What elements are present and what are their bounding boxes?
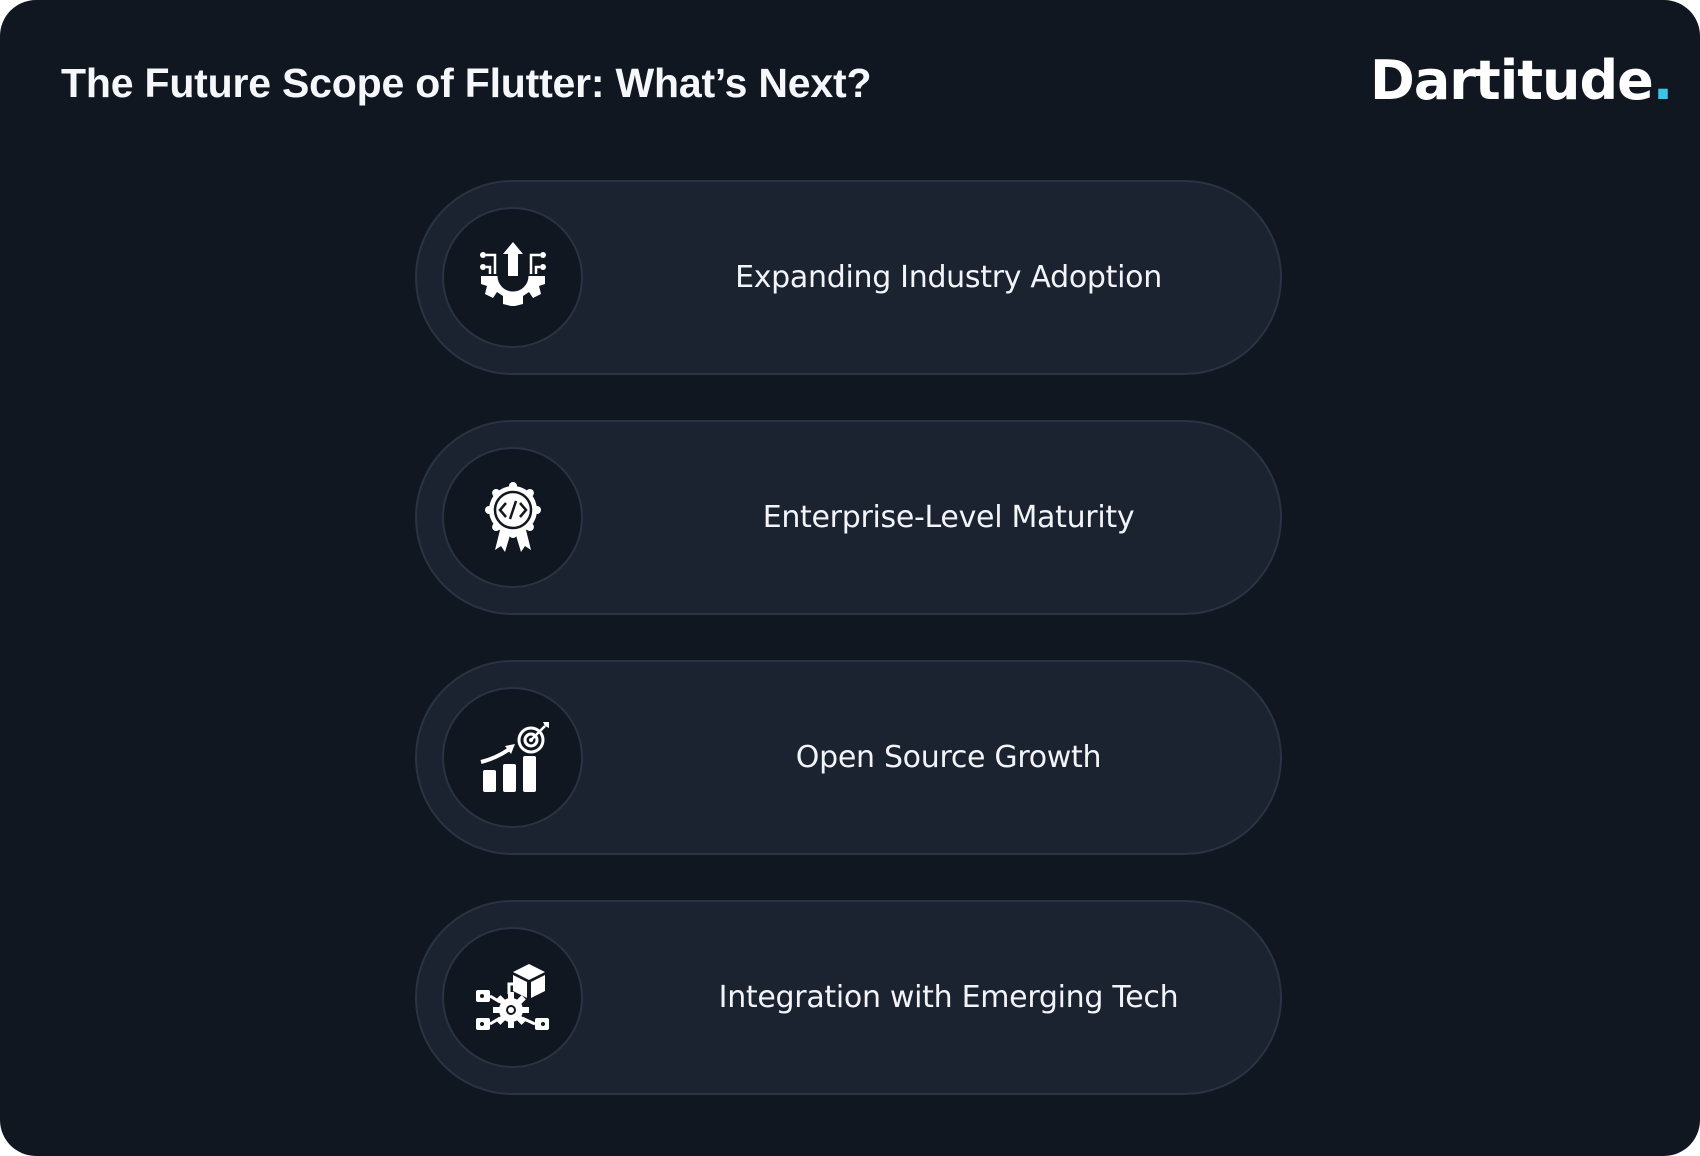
logo-text: Dartitude: [1370, 49, 1654, 112]
list-item-enterprise-level-maturity: Enterprise-Level Maturity: [415, 420, 1282, 615]
gear-arrow-up-icon: [479, 241, 546, 306]
item-label: Integration with Emerging Tech: [718, 980, 1179, 1015]
growth-chart-target-icon: [480, 721, 549, 792]
item-label: Expanding Industry Adoption: [735, 260, 1162, 295]
icon-circle: [442, 207, 583, 348]
list-item-expanding-industry-adoption: Expanding Industry Adoption: [415, 180, 1282, 375]
gear-network-cube-icon: [475, 963, 549, 1030]
item-label: Enterprise-Level Maturity: [762, 500, 1135, 535]
item-label: Open Source Growth: [795, 740, 1102, 775]
icon-circle: [442, 687, 583, 828]
logo-dot: .: [1652, 49, 1673, 112]
icon-circle: [442, 447, 583, 588]
icon-circle: [442, 927, 583, 1068]
list-item-integration-with-emerging-tech: Integration with Emerging Tech: [415, 900, 1282, 1095]
code-award-badge-icon: [484, 481, 541, 552]
list-item-open-source-growth: Open Source Growth: [415, 660, 1282, 855]
page-title: The Future Scope of Flutter: What’s Next…: [61, 60, 872, 106]
brand-logo: Dartitude.: [1370, 48, 1673, 114]
